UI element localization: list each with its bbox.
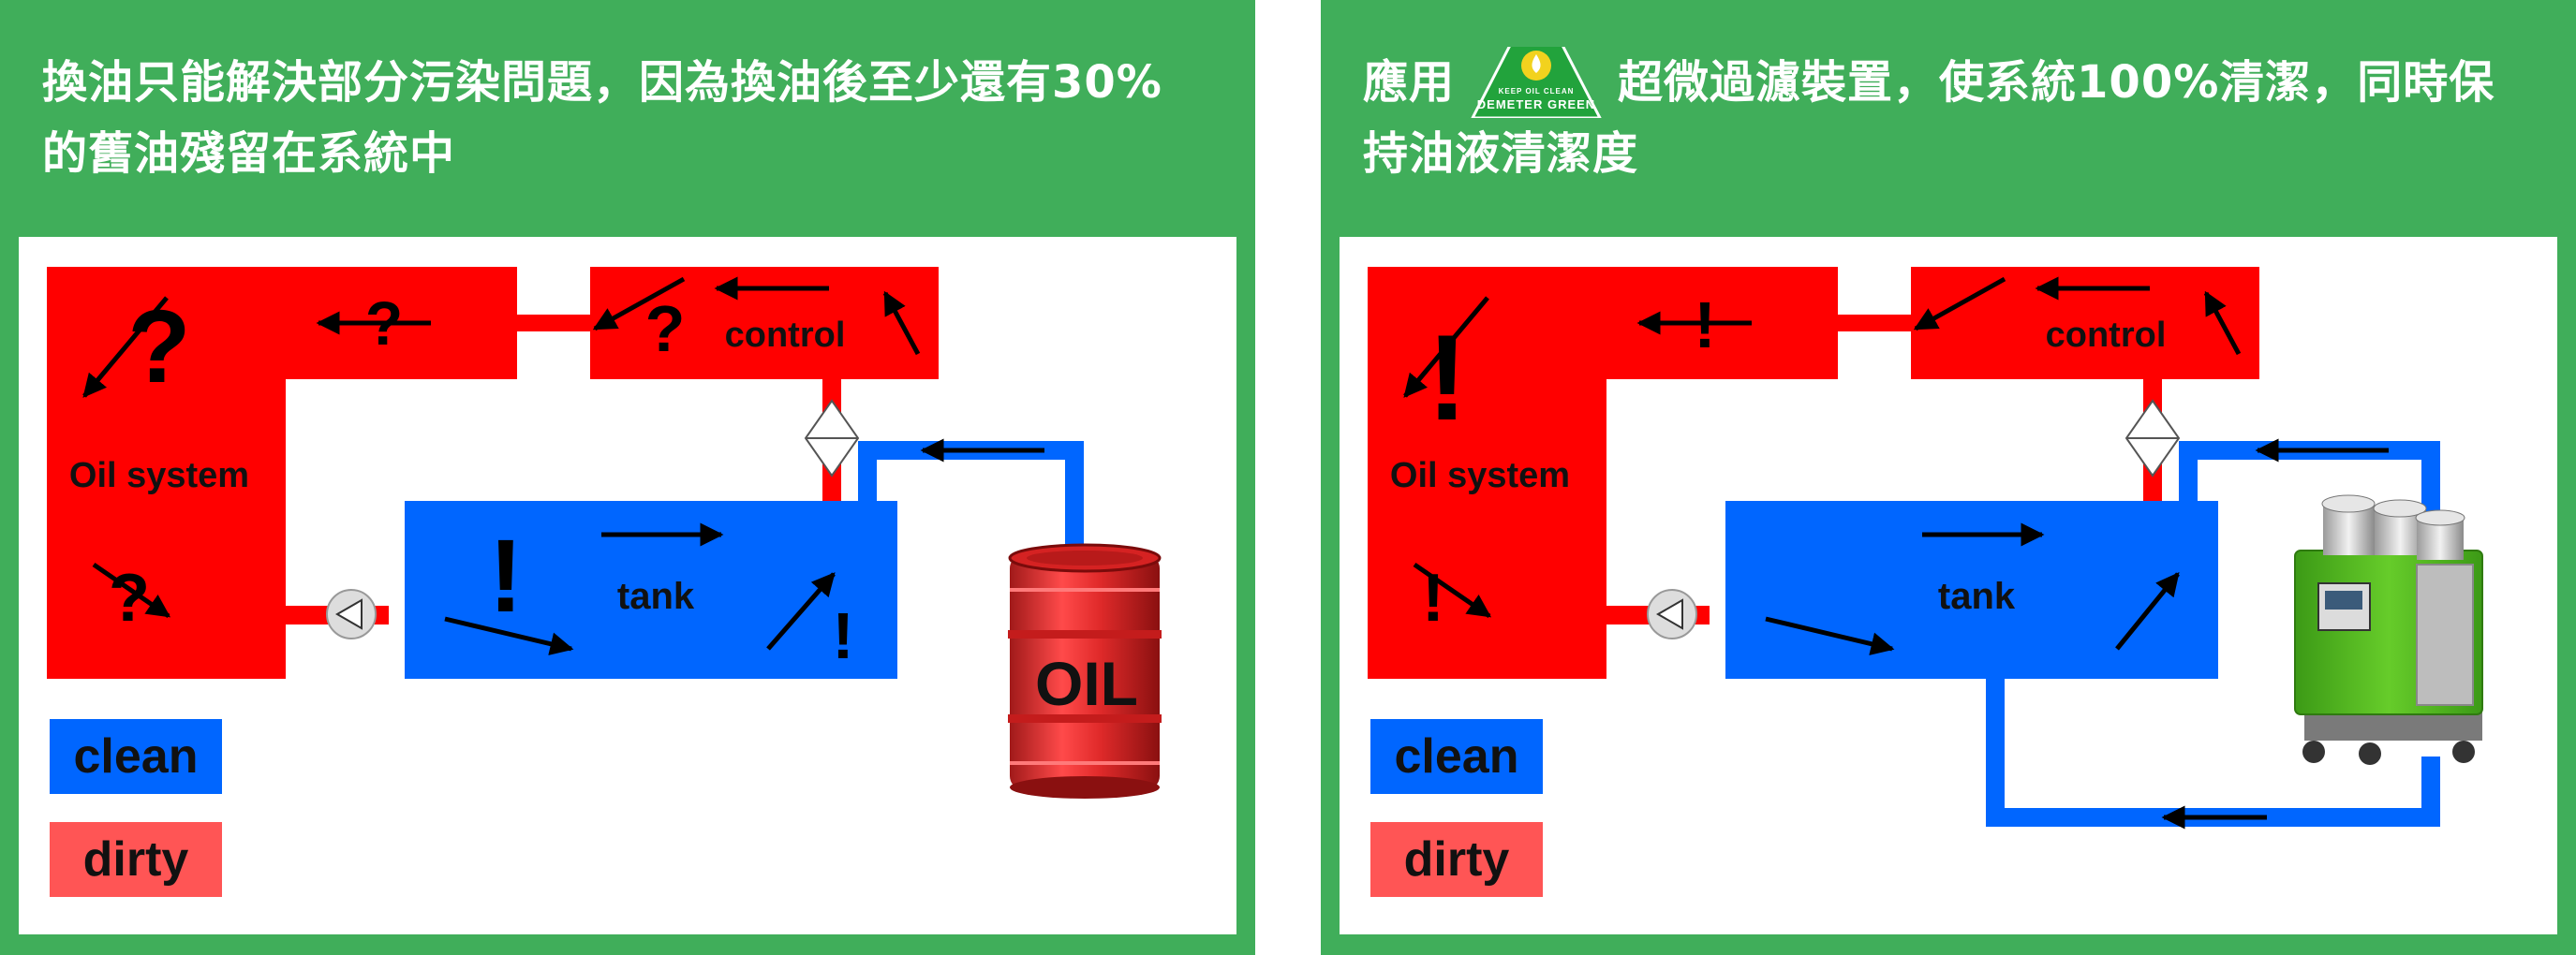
oil-system-block <box>1368 267 1838 679</box>
question-mark-system-pipe: ? <box>365 288 403 358</box>
left-hydraulic-diagram: ? ? ? ? ! ! Oil system control tank OIL <box>47 267 1162 799</box>
left-heading-line2: 的舊油殘留在系統中 <box>42 127 456 180</box>
right-panel: 應用 KEEP OIL CLEAN DEMETER GREEN 超微過濾裝置，使… <box>1321 0 2576 955</box>
left-panel: 換油只能解決部分污染問題，因為換油後至少還有30% 的舊油殘留在系統中 <box>0 0 1255 955</box>
left-diagram-canvas: ? ? ? ? ! ! Oil system control tank OIL <box>19 237 1236 934</box>
exclaim-mark-system-bottom: ! <box>1422 561 1444 636</box>
tank-label: tank <box>1938 576 2016 617</box>
right-hydraulic-diagram: ! ! ! Oil system control tank <box>1368 267 2483 830</box>
arrow-tank-bottom <box>1765 616 1895 655</box>
logo-brand-text: DEMETER GREEN <box>1477 97 1595 111</box>
legend-clean: clean <box>50 719 222 794</box>
right-heading: 應用 KEEP OIL CLEAN DEMETER GREEN 超微過濾裝置，使… <box>1363 47 2553 189</box>
left-heading-line1: 換油只能解決部分污染問題，因為換油後至少還有30% <box>42 56 1162 109</box>
arrow-control-up <box>2203 290 2242 356</box>
arrow-tank-diag <box>2115 572 2180 651</box>
oil-system-label: Oil system <box>1390 456 1570 495</box>
right-heading-line2: 持油液清潔度 <box>1363 127 1639 180</box>
legend-clean: clean <box>1370 719 1543 794</box>
check-valve-icon <box>2124 399 2181 478</box>
check-valve-icon <box>804 399 860 478</box>
arrow-system-diag <box>1403 296 1489 398</box>
left-heading: 換油只能解決部分污染問題，因為換油後至少還有30% 的舊油殘留在系統中 <box>42 47 1232 189</box>
pipe-control-to-system <box>1838 315 1911 331</box>
control-label: control <box>2046 316 2167 355</box>
exclaim-mark-tank-left: ! <box>489 519 524 634</box>
oil-drum-image: OIL <box>1008 543 1162 799</box>
arrow-tank-bottom <box>444 616 574 655</box>
pump-icon <box>326 589 377 639</box>
oil-system-block <box>47 267 517 679</box>
question-mark-system-top: ? <box>127 289 190 404</box>
exclaim-mark-tank-right: ! <box>832 599 853 672</box>
legend-dirty: dirty <box>50 822 222 897</box>
right-diagram-canvas: ! ! ! Oil system control tank <box>1340 237 2557 934</box>
exclaim-mark-system-top: ! <box>1427 309 1467 446</box>
arrow-system-diag <box>82 296 169 398</box>
control-label: control <box>725 316 846 355</box>
legend-dirty: dirty <box>1370 822 1543 897</box>
tank-label: tank <box>617 576 695 617</box>
pump-icon <box>1647 589 1697 639</box>
right-heading-before-logo: 應用 <box>1363 56 1456 109</box>
flow-arrows <box>82 276 1044 655</box>
filter-canisters <box>2321 494 2465 560</box>
control-block <box>1911 267 2259 379</box>
exclaim-mark-system-pipe: ! <box>1694 288 1715 361</box>
oil-drum-text: OIL <box>1035 649 1138 718</box>
oil-system-label: Oil system <box>69 456 249 495</box>
tank-block <box>1725 501 2218 679</box>
question-mark-control: ? <box>645 292 686 365</box>
right-heading-after-logo: 超微過濾裝置，使系統100%清潔，同時保 <box>1618 56 2495 109</box>
flow-arrows <box>1403 276 2389 830</box>
logo-top-text: KEEP OIL CLEAN <box>1499 87 1575 96</box>
filter-machine-image <box>2294 494 2483 765</box>
arrow-control-diag <box>1913 276 2006 331</box>
question-mark-system-bottom: ? <box>109 561 150 636</box>
arrow-system-bottom <box>92 562 171 619</box>
blue-return-pipe <box>858 441 1084 553</box>
arrow-control-up <box>882 290 921 356</box>
arrow-control-diag <box>592 276 686 331</box>
pipe-control-to-system <box>517 315 590 331</box>
demeter-green-logo: KEEP OIL CLEAN DEMETER GREEN <box>1471 47 1602 118</box>
control-block <box>590 267 939 379</box>
arrow-system-bottom <box>1413 562 1492 619</box>
arrow-tank-diag <box>766 572 836 651</box>
